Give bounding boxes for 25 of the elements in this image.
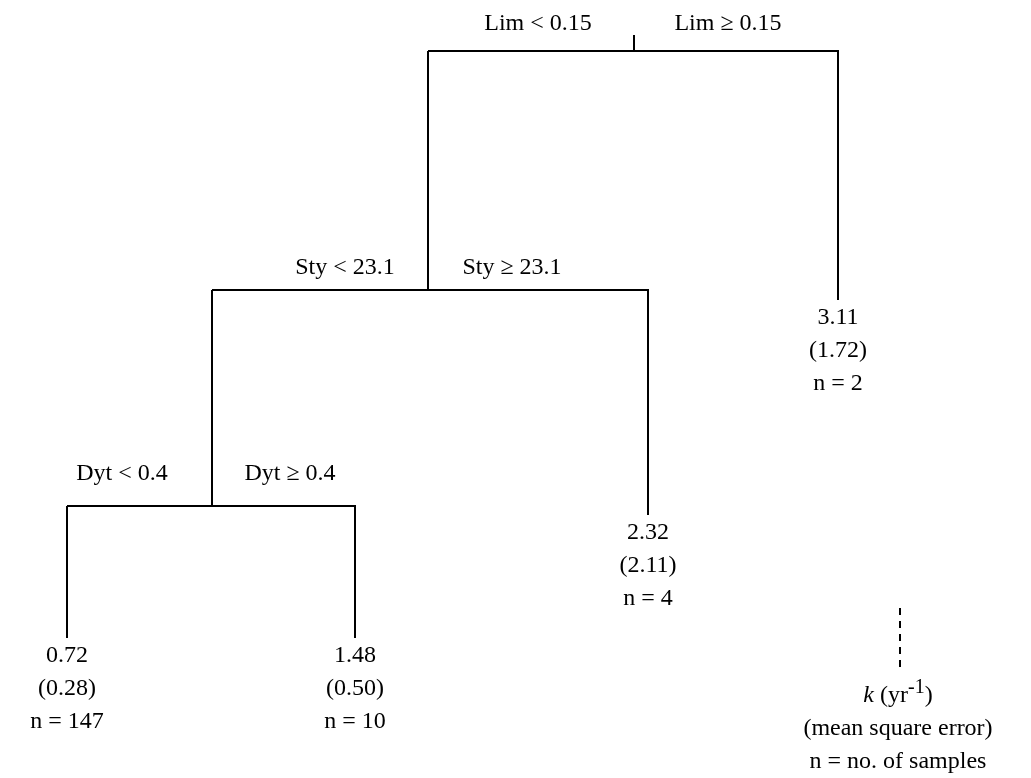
node-text: n = no. of samples <box>809 746 987 775</box>
node-text: (2.11) <box>619 550 677 579</box>
branch-line <box>633 34 635 51</box>
node-text: (0.28) <box>38 673 96 702</box>
branch-line <box>427 50 429 290</box>
node-text: n = 147 <box>30 706 104 735</box>
branch-line <box>647 289 649 516</box>
node-text: 1.48 <box>334 640 376 669</box>
node-text: (1.72) <box>809 335 867 364</box>
branch-line <box>211 289 213 506</box>
node-text: 2.32 <box>627 517 669 546</box>
node-text: n = 4 <box>623 583 673 612</box>
branch-line <box>837 50 839 301</box>
split-line <box>67 505 356 507</box>
node-text: 3.11 <box>817 302 859 331</box>
node-text: n = 2 <box>813 368 863 397</box>
branch-line <box>66 505 68 639</box>
node-text: k (yr$^{-1}$) <box>863 674 933 709</box>
node-text: (0.50) <box>326 673 384 702</box>
node-text: n = 10 <box>324 706 386 735</box>
node-text: (mean square error) <box>803 713 993 742</box>
split-line <box>212 289 649 291</box>
branch-line <box>354 505 356 639</box>
node-text: 0.72 <box>46 640 88 669</box>
split-line <box>428 50 839 52</box>
